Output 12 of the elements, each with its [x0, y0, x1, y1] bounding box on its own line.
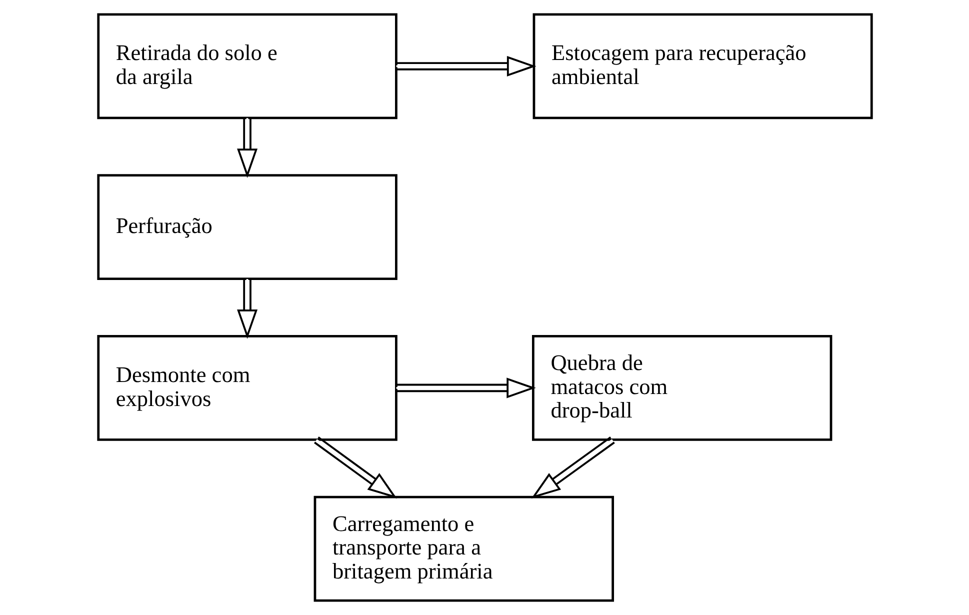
- arrow: [236, 118, 258, 178]
- arrow: [313, 436, 397, 499]
- node-box: Estocagem para recuperação ambiental: [532, 13, 872, 120]
- node-box: Desmonte com explosivos: [96, 334, 397, 441]
- node-box: Retirada do solo e da argila: [96, 13, 397, 120]
- node-box: Carregamento e transporte para a britagem primária: [313, 496, 614, 602]
- arrow: [236, 279, 258, 339]
- arrow: [396, 378, 536, 398]
- arrow: [396, 56, 536, 76]
- node-box: Quebra de matacos com drop-ball: [531, 334, 832, 441]
- arrow: [530, 436, 614, 498]
- node-box: Perfuração: [96, 174, 397, 280]
